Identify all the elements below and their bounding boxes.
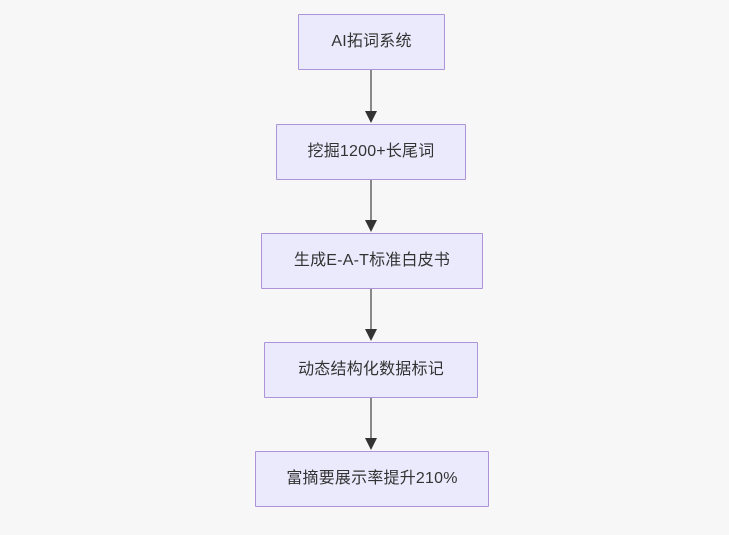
flow-node-label: 挖掘1200+长尾词 — [307, 143, 435, 161]
flow-node-label: 富摘要展示率提升210% — [286, 470, 458, 488]
flow-node-dynamic-structured-data-markup[interactable]: 动态结构化数据标记 — [264, 342, 478, 398]
flow-edge-node2-node3 — [358, 180, 384, 233]
flow-node-mine-longtail-keywords[interactable]: 挖掘1200+长尾词 — [276, 124, 466, 180]
flow-edge-node3-node4 — [358, 289, 384, 342]
flow-edge-node1-node2 — [358, 70, 384, 124]
flow-edge-node4-node5 — [358, 398, 384, 451]
flow-node-label: AI拓词系统 — [331, 33, 412, 51]
flow-node-generate-eat-whitepaper[interactable]: 生成E-A-T标准白皮书 — [261, 233, 483, 289]
flow-node-rich-snippet-rate-increase[interactable]: 富摘要展示率提升210% — [255, 451, 489, 507]
flow-node-label: 生成E-A-T标准白皮书 — [293, 252, 451, 270]
flow-node-ai-keyword-system[interactable]: AI拓词系统 — [298, 14, 445, 70]
flow-node-label: 动态结构化数据标记 — [298, 361, 444, 379]
